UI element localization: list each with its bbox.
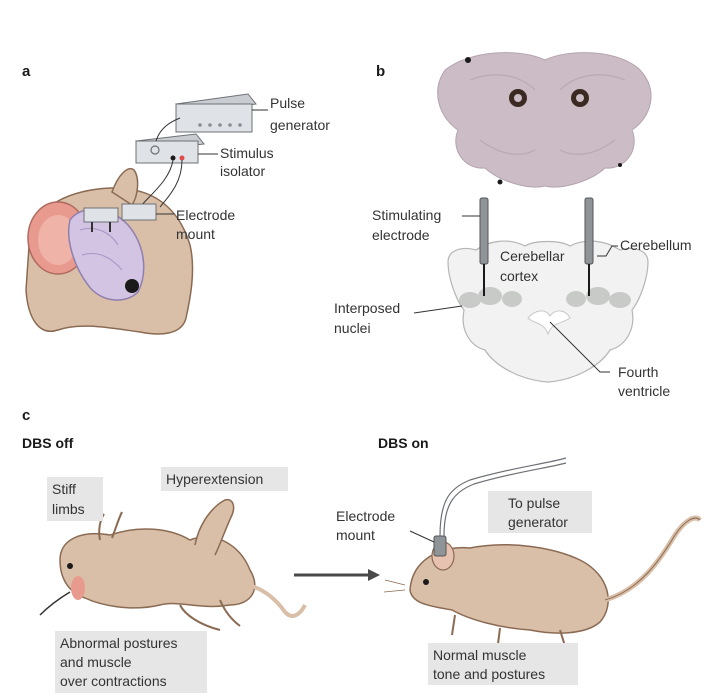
label-abnormal-postures-3: over contractions: [60, 673, 167, 689]
pulse-generator-device: [175, 93, 257, 133]
stimulus-isolator-device: [135, 133, 205, 164]
panel-a-letter: a: [22, 63, 31, 80]
label-pulse-generator-2: generator: [270, 117, 330, 133]
label-stiff-limbs-2: limbs: [52, 501, 85, 517]
transition-arrow: [294, 569, 380, 581]
cable-to-generator: [155, 117, 181, 142]
label-pulse-generator-1: Pulse: [270, 95, 305, 111]
electrode-mount-device: [83, 203, 157, 232]
label-abnormal-postures-1: Abnormal postures: [60, 635, 178, 651]
label-normal-muscle-2: tone and postures: [433, 666, 545, 682]
label-normal-muscle-1: Normal muscle: [433, 647, 527, 663]
label-stiff-limbs-1: Stiff: [52, 481, 76, 497]
dbs-on-electrode-mount: [433, 457, 567, 557]
label-electrode-mount-a-2: mount: [176, 226, 215, 242]
label-stimulus-isolator-1: Stimulus: [220, 145, 274, 161]
box-abnormal-postures: [55, 631, 207, 693]
heading-dbs-on: DBS on: [378, 435, 429, 451]
label-stimulus-isolator-2: isolator: [220, 163, 265, 179]
leader-cerebellum: [597, 245, 618, 257]
dbs-on-mouse: [383, 515, 702, 647]
cable-red: [159, 159, 183, 208]
dbs-off-eye-icon: [67, 563, 73, 569]
dbs-off-mouse: [39, 498, 307, 631]
label-stimulating-electrode-2: electrode: [372, 227, 430, 243]
label-cerebellar-cortex-1: Cerebellar: [500, 248, 565, 264]
cerebellum-section: [447, 240, 649, 383]
mouse-head-illustration: [25, 168, 194, 335]
dbs-on-eye-icon: [423, 579, 429, 585]
label-electrode-mount-c-1: Electrode: [336, 508, 395, 524]
leader-electrode-mount-c: [409, 530, 435, 543]
stimulating-electrode-left: [479, 197, 489, 296]
label-to-pulse-generator-1: To pulse: [508, 495, 560, 511]
label-stimulating-electrode-1: Stimulating: [372, 207, 441, 223]
fourth-ventricle-shape: [527, 310, 571, 336]
label-cerebellar-cortex-2: cortex: [500, 268, 538, 284]
leader-fourth-ventricle: [549, 321, 610, 373]
arrow-right-icon: [368, 569, 380, 581]
stimulating-electrode-right: [584, 197, 594, 296]
panel-c-letter: c: [22, 407, 30, 424]
label-interposed-nuclei-1: Interposed: [334, 300, 400, 316]
label-abnormal-postures-2: and muscle: [60, 654, 132, 670]
cerebellum-tissue-photo: [437, 52, 652, 188]
heading-dbs-off: DBS off: [22, 435, 74, 451]
panel-b-letter: b: [376, 63, 385, 80]
label-fourth-ventricle-2: ventricle: [618, 383, 670, 399]
label-cerebellum: Cerebellum: [620, 237, 692, 253]
label-interposed-nuclei-2: nuclei: [334, 320, 371, 336]
box-to-pulse-generator: [488, 491, 592, 533]
label-electrode-mount-c-2: mount: [336, 527, 375, 543]
box-hyperextension: [161, 467, 288, 491]
label-electrode-mount-a-1: Electrode: [176, 207, 235, 223]
box-stiff-limbs: [47, 477, 103, 521]
label-to-pulse-generator-2: generator: [508, 514, 568, 530]
eye-icon: [125, 279, 139, 293]
leader-interposed-nuclei: [413, 305, 463, 314]
box-normal-muscle: [428, 643, 578, 685]
label-hyperextension: Hyperextension: [166, 471, 263, 487]
label-fourth-ventricle-1: Fourth: [618, 364, 658, 380]
